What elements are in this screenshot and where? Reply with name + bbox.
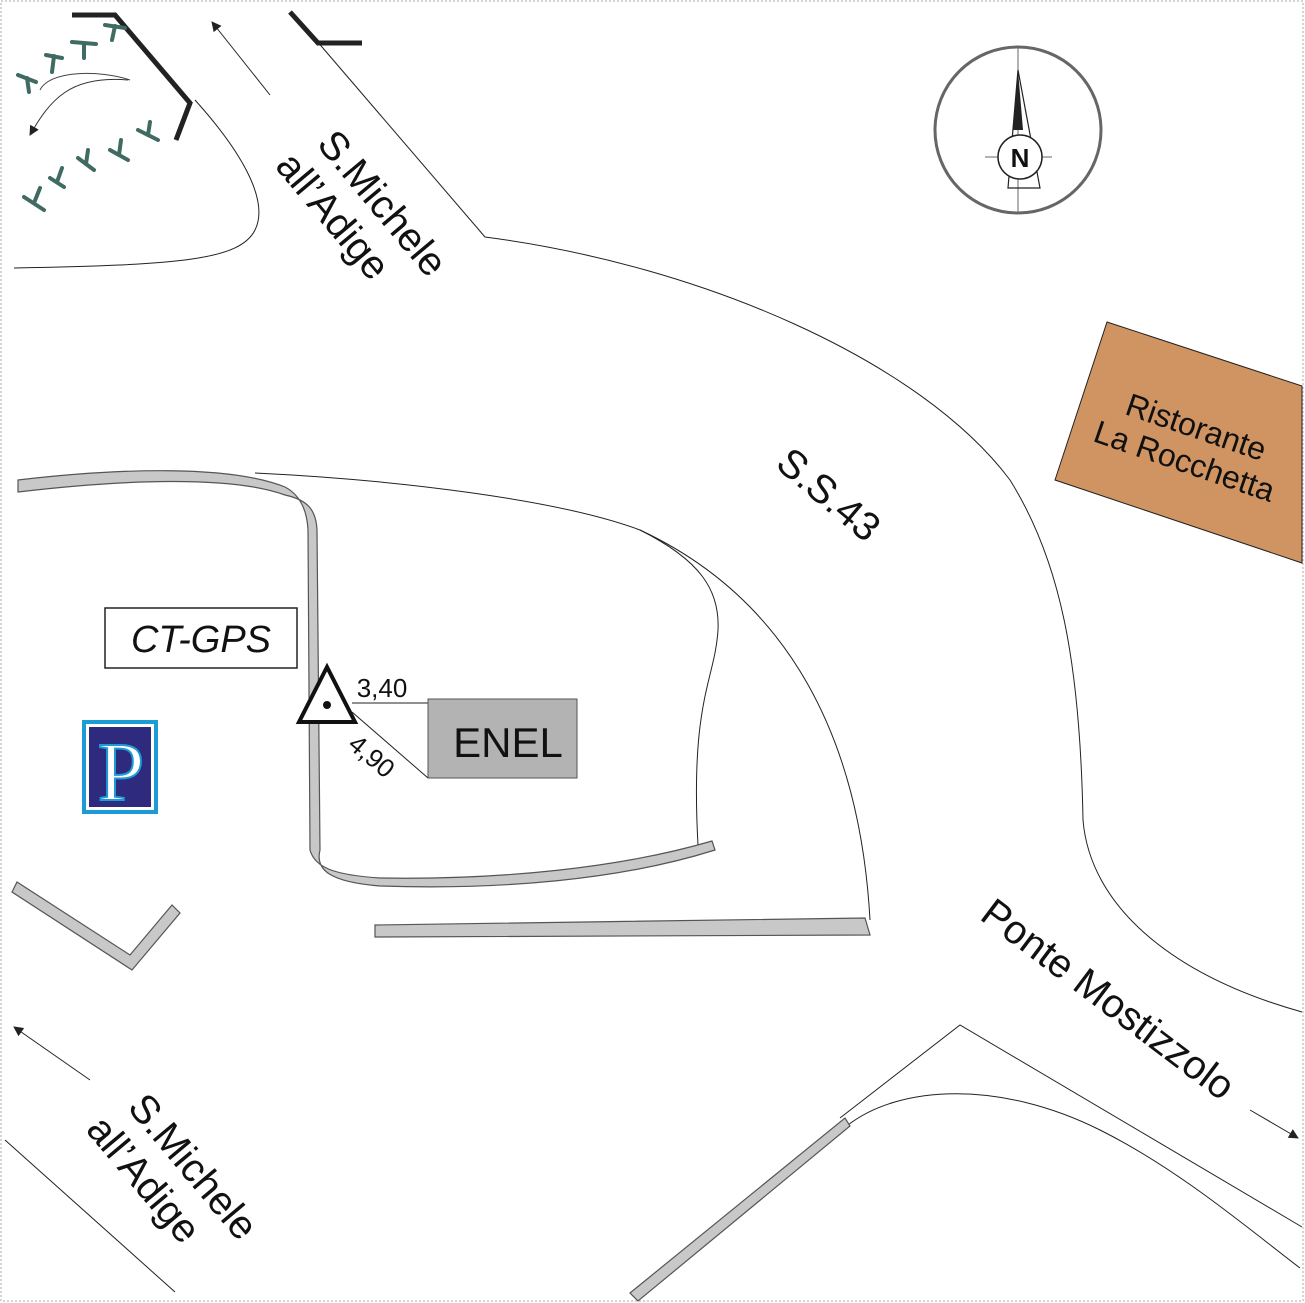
distance-horizontal: 3,40 (357, 673, 408, 703)
tree-icon (70, 40, 98, 60)
station-label-box (104, 607, 298, 669)
survey-benchmark-triangle-icon (295, 662, 359, 724)
compass-n: N (1011, 143, 1030, 173)
tree-icon (136, 120, 160, 142)
arrow-bottom (13, 1026, 91, 1081)
direction-arrows (13, 21, 1299, 1139)
tree-icon (76, 148, 96, 172)
wall-south (374, 917, 871, 938)
arrow-curve (29, 78, 129, 136)
parking-letter: P (98, 726, 145, 819)
station-label: CT-GPS (131, 619, 271, 661)
tree-icon (16, 73, 38, 94)
grey-walls (11, 470, 871, 1302)
wall-diagonal (629, 1117, 851, 1302)
black-walls (72, 10, 362, 141)
parking-sign-icon: P (82, 720, 158, 820)
trees (16, 23, 160, 212)
enel-label: ENEL (453, 719, 563, 766)
enel-building (427, 698, 578, 779)
wall-north (17, 470, 716, 888)
tree-icon (44, 53, 64, 74)
tree-icon (22, 186, 46, 212)
wall-corner (11, 881, 181, 971)
tree-icon (108, 138, 130, 162)
ponte-label: Ponte Mostizzolo (973, 890, 1243, 1108)
ss43-label: S.S.43 (768, 440, 888, 551)
north-compass-icon: N (933, 45, 1103, 215)
restaurant-building: Ristorante La Rocchetta (1054, 321, 1303, 564)
arrow-ponte (1249, 1109, 1299, 1139)
distance-diagonal: 4,90 (343, 728, 401, 784)
distance-lines (351, 702, 429, 779)
tree-icon (48, 166, 66, 189)
arrow-top (211, 21, 271, 96)
road-outlines (4, 11, 1303, 1293)
tree-icon (103, 23, 127, 42)
